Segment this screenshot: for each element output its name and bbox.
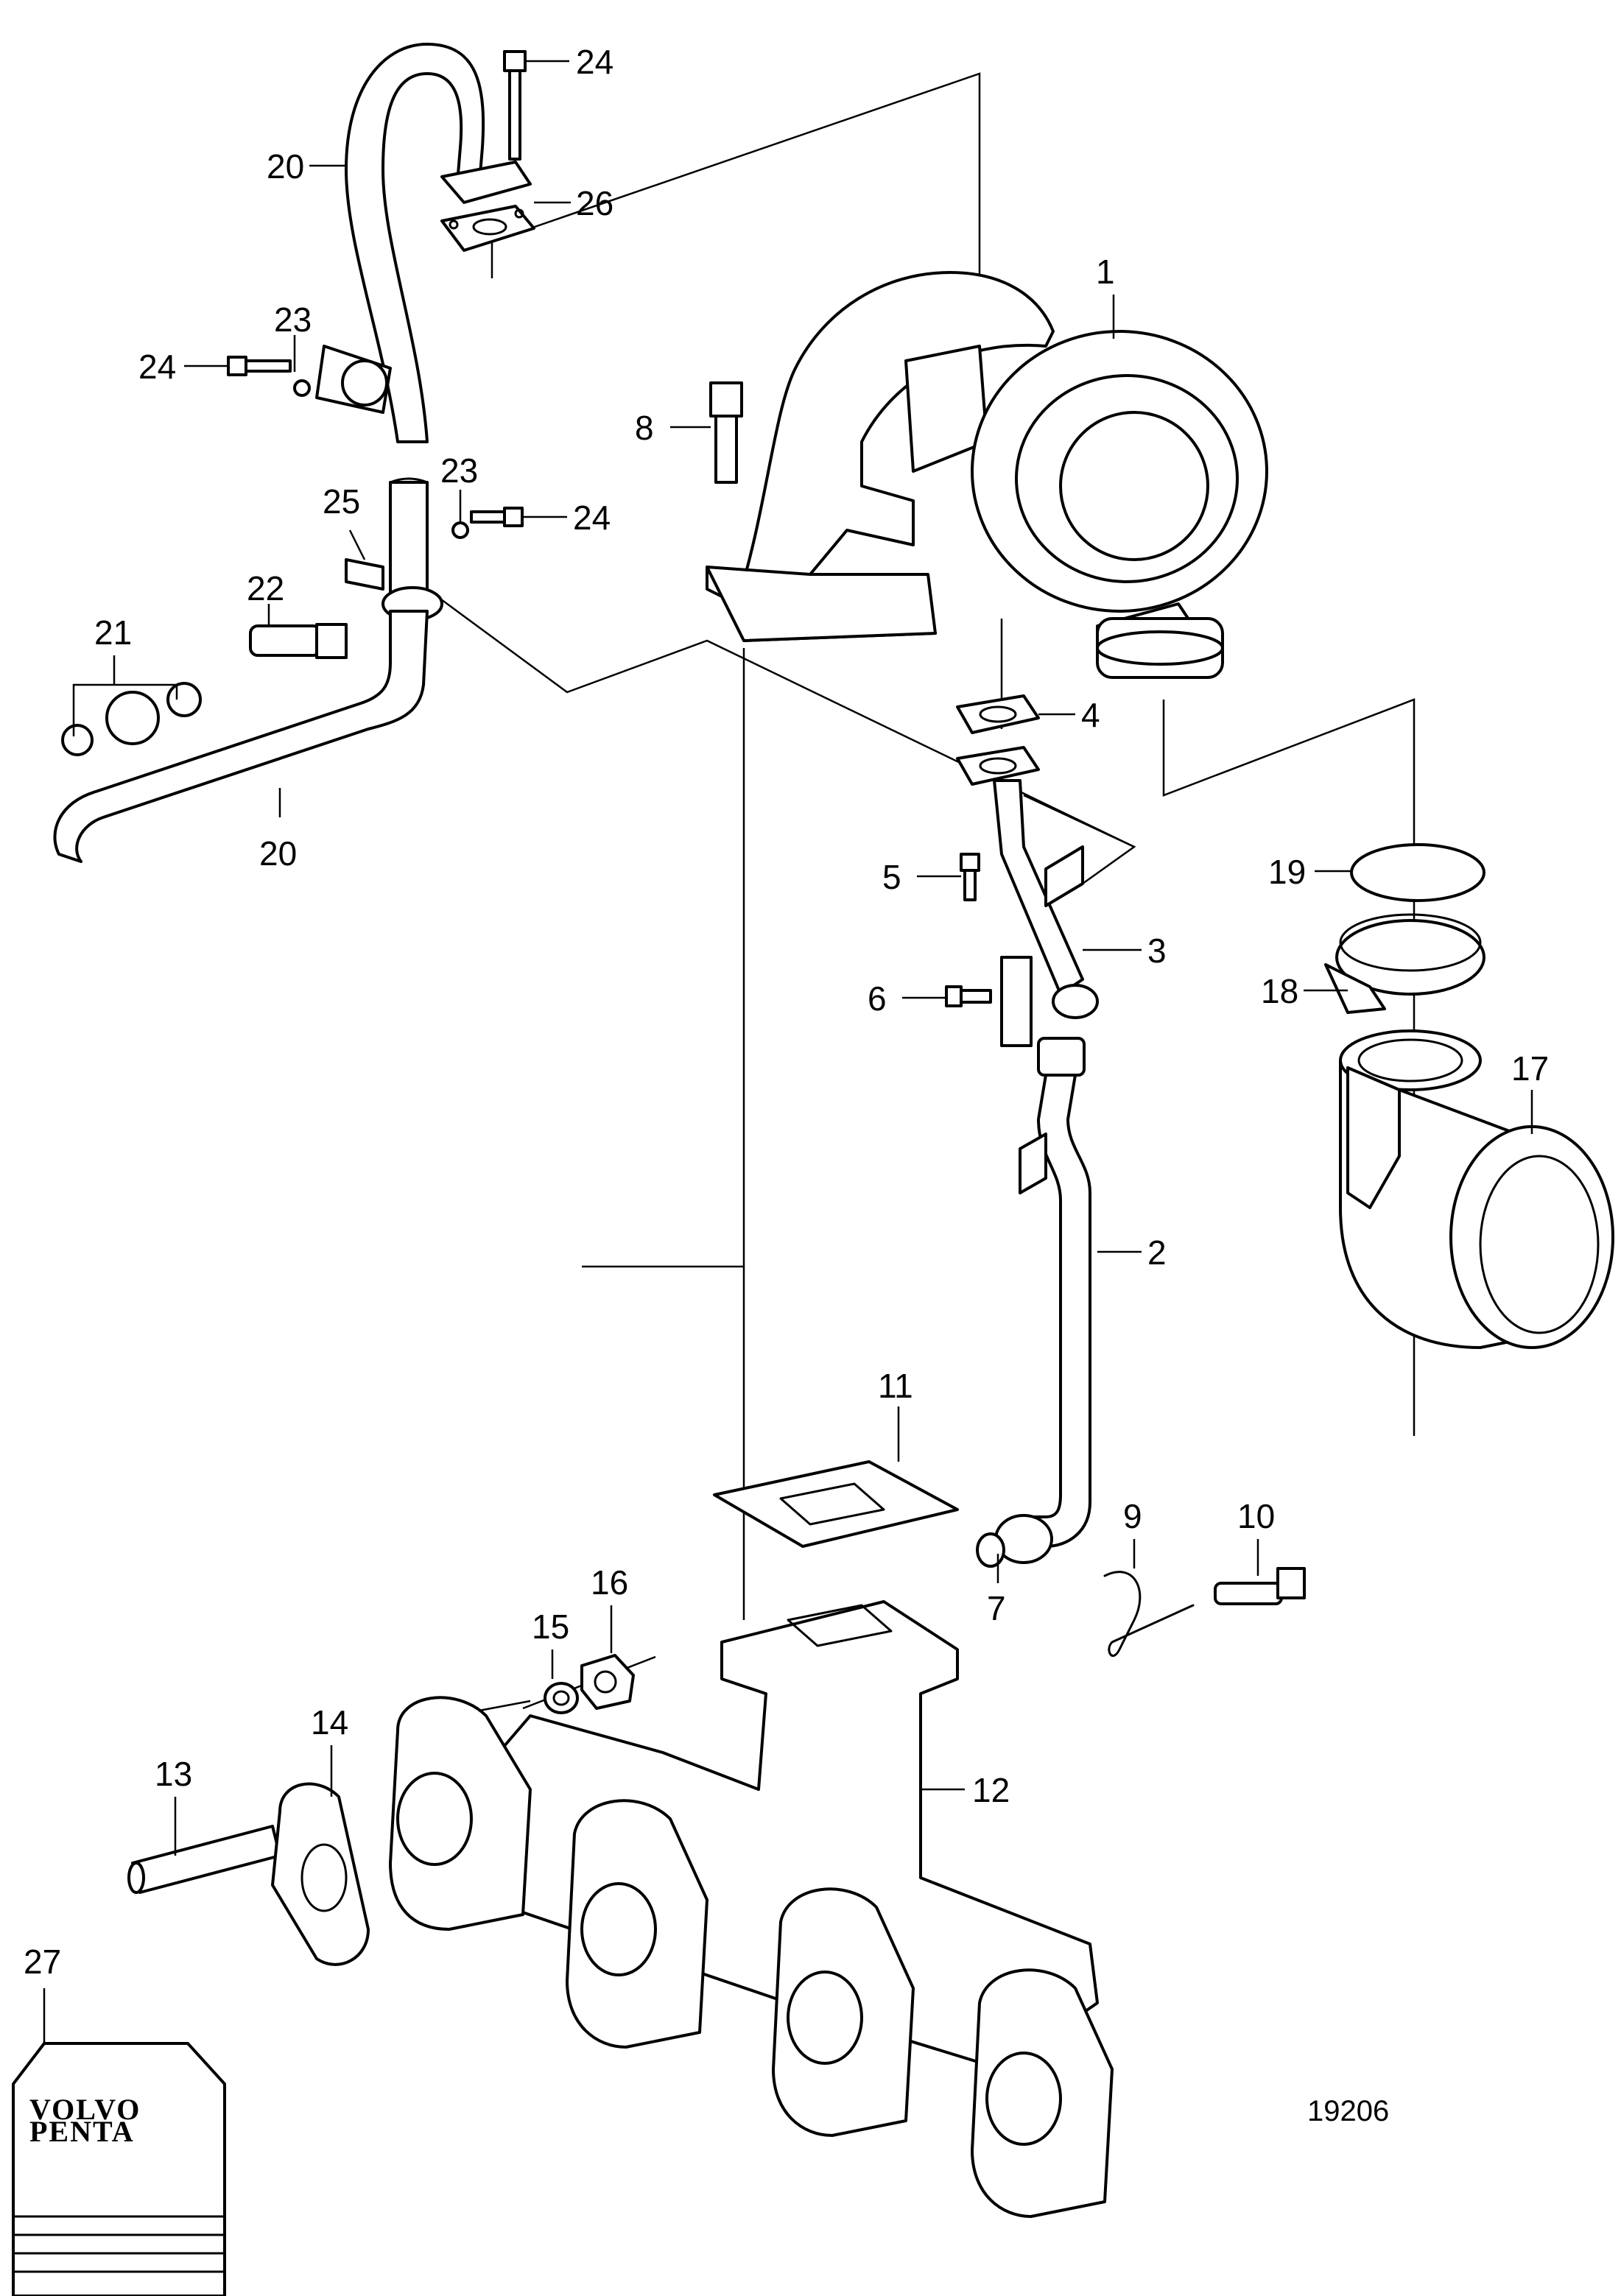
callout-9: 9 xyxy=(1123,1497,1142,1535)
callout-10: 10 xyxy=(1237,1497,1275,1535)
callout-24-top: 24 xyxy=(576,43,613,81)
callout-21: 21 xyxy=(94,613,132,652)
bolt-8 xyxy=(709,381,743,484)
callout-11: 11 xyxy=(878,1367,913,1405)
callout-14: 14 xyxy=(311,1703,348,1742)
oil-pipe-2 xyxy=(994,1037,1091,1564)
callout-27: 27 xyxy=(24,1943,61,1981)
callout-24-mid: 24 xyxy=(573,499,611,537)
callout-18: 18 xyxy=(1261,972,1298,1010)
callout-12: 12 xyxy=(972,1771,1010,1809)
callout-25: 25 xyxy=(323,482,360,521)
stud-13 xyxy=(127,1825,281,1894)
exhaust-manifold-12 xyxy=(389,1600,1114,2218)
oil-pipe-20-lower xyxy=(53,610,429,863)
gasket-14 xyxy=(271,1782,370,1966)
callout-5: 5 xyxy=(882,858,901,896)
callout-leaders xyxy=(43,60,1533,2043)
banjo-washers-21 xyxy=(61,682,202,756)
callout-26: 26 xyxy=(576,184,613,222)
callout-3: 3 xyxy=(1147,932,1167,970)
callout-17: 17 xyxy=(1511,1049,1549,1088)
bolt-10 xyxy=(1214,1567,1306,1605)
o-ring-7 xyxy=(976,1532,1005,1568)
callout-24-left: 24 xyxy=(138,348,176,386)
gasket-11 xyxy=(713,1460,959,1548)
hose-clamp-18 xyxy=(1324,913,1485,1014)
callout-16: 16 xyxy=(591,1563,628,1602)
callout-22: 22 xyxy=(247,569,284,608)
callout-23-lower: 23 xyxy=(440,451,478,490)
bolt-24-mid xyxy=(451,507,524,539)
air-elbow-17 xyxy=(1339,1029,1614,1349)
washer-15 xyxy=(544,1682,579,1714)
bolt-24-top xyxy=(503,50,527,161)
callout-19: 19 xyxy=(1268,853,1306,891)
callout-6: 6 xyxy=(868,979,887,1018)
callout-13: 13 xyxy=(155,1755,192,1793)
callout-23-upper: 23 xyxy=(274,300,312,339)
clip-9 xyxy=(1103,1571,1195,1657)
flange-gasket-26 xyxy=(440,161,535,252)
callout-4: 4 xyxy=(1081,696,1100,734)
bolt-24-left xyxy=(227,356,311,397)
volvo-penta-logo-line2: PENTA xyxy=(29,2115,135,2148)
callout-2: 2 xyxy=(1147,1233,1167,1272)
turbocharger-1 xyxy=(706,271,1268,679)
oil-pipe-3 xyxy=(956,746,1099,1047)
volvo-penta-logo-line1: VOLVO xyxy=(29,2093,141,2126)
banjo-bolt-22 xyxy=(249,623,348,659)
callout-20-lower: 20 xyxy=(259,834,297,873)
bolt-5 xyxy=(960,853,980,901)
o-ring-19 xyxy=(1350,843,1485,902)
bolt-6 xyxy=(945,985,992,1007)
callout-8: 8 xyxy=(635,409,654,447)
drawing-number: 19206 xyxy=(1307,2095,1389,2127)
nut-16 xyxy=(580,1654,635,1710)
gasket-kit-27 xyxy=(12,2042,226,2296)
callout-7: 7 xyxy=(987,1589,1006,1627)
callout-1: 1 xyxy=(1096,253,1115,291)
callout-20-upper: 20 xyxy=(267,147,304,186)
oil-pipe-20-upper xyxy=(345,43,485,594)
gasket-4 xyxy=(956,694,1040,734)
alignment-lines xyxy=(412,72,1416,1725)
callout-15: 15 xyxy=(532,1607,569,1646)
